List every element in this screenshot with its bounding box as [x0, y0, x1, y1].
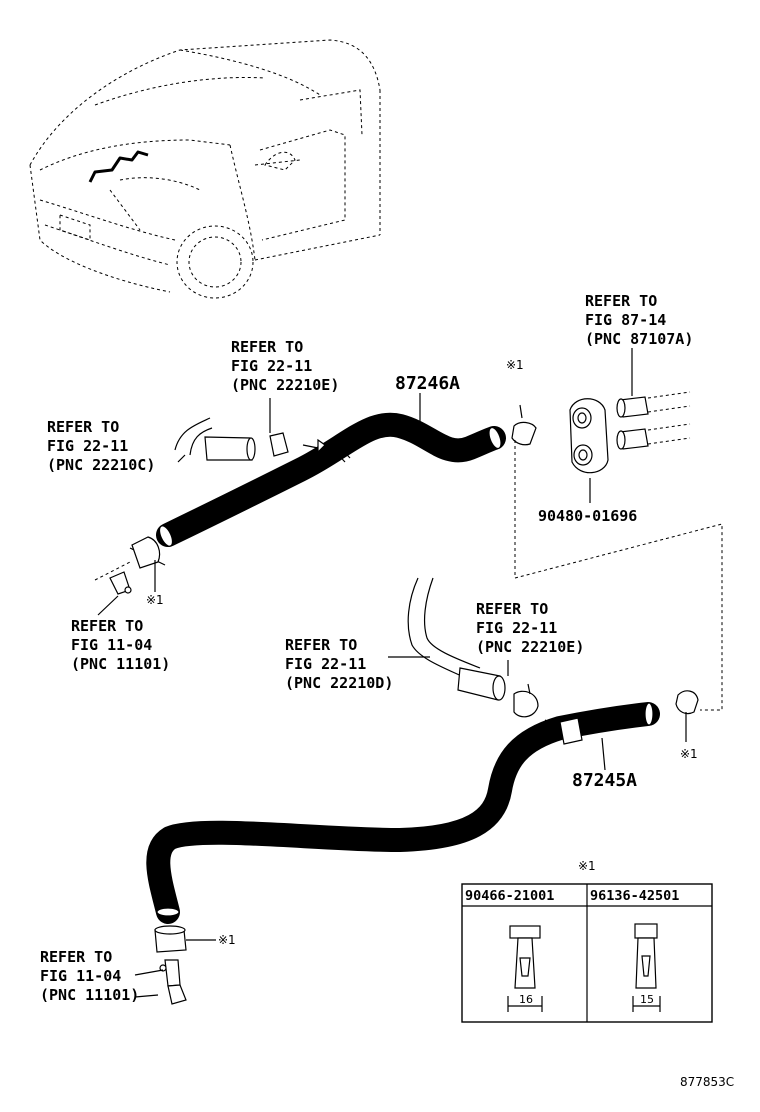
svg-text:15: 15 [640, 993, 654, 1006]
part-number-87245a: 87245A [572, 770, 637, 791]
svg-text:FIG 22-11: FIG 22-11 [47, 437, 128, 455]
clip-mark-upper-left: ※1 [146, 593, 164, 607]
svg-text:REFER TO: REFER TO [71, 617, 143, 635]
svg-text:(PNC 22210E): (PNC 22210E) [231, 376, 339, 394]
part-number-87246a: 87246A [395, 373, 460, 394]
clip-mark-upper-right: ※1 [506, 358, 524, 372]
clip-96136-42501-icon: 15 [632, 923, 661, 1012]
svg-text:(PNC 87107A): (PNC 87107A) [585, 330, 693, 348]
clip-table-title: ※1 [578, 859, 596, 873]
svg-text:REFER TO: REFER TO [231, 338, 303, 356]
svg-text:FIG 87-14: FIG 87-14 [585, 311, 666, 329]
callout-refer-fig-22-11-pnc-22210e-top: REFER TO FIG 22-11 (PNC 22210E) [231, 338, 339, 394]
clamp-lower-middle [513, 683, 556, 725]
svg-text:FIG 11-04: FIG 11-04 [71, 636, 152, 654]
svg-text:FIG 22-11: FIG 22-11 [285, 655, 366, 673]
svg-text:REFER TO: REFER TO [476, 600, 548, 618]
clip-table: ※1 90466-21001 96136-42501 16 15 [461, 859, 713, 1023]
callout-refer-fig-87-14: REFER TO FIG 87-14 (PNC 87107A) [585, 292, 693, 348]
svg-text:FIG 11-04: FIG 11-04 [40, 967, 121, 985]
svg-text:FIG 22-11: FIG 22-11 [476, 619, 557, 637]
engine-pipe-lower-left [159, 959, 187, 1005]
svg-text:REFER TO: REFER TO [47, 418, 119, 436]
svg-text:(PNC 22210D): (PNC 22210D) [285, 674, 393, 692]
svg-text:(PNC 11101): (PNC 11101) [40, 986, 139, 1004]
clamp-lower-left [154, 925, 216, 953]
callout-refer-fig-22-11-pnc-22210d: REFER TO FIG 22-11 (PNC 22210D) [285, 636, 393, 692]
pipe-22210d [407, 577, 506, 701]
callout-refer-fig-11-04-top: REFER TO FIG 11-04 (PNC 11101) [71, 617, 170, 673]
svg-text:FIG 22-11: FIG 22-11 [231, 357, 312, 375]
svg-text:16: 16 [519, 993, 533, 1006]
callout-refer-fig-11-04-bottom: REFER TO FIG 11-04 (PNC 11101) [40, 948, 139, 1004]
heater-pipes-87107a [616, 348, 691, 450]
clamp-lower-right [675, 690, 699, 742]
figure-id: 877853C [680, 1075, 734, 1089]
svg-text:(PNC 22210E): (PNC 22210E) [476, 638, 584, 656]
part-number-90480-01696: 90480-01696 [538, 507, 637, 525]
hose-87246a [156, 412, 506, 547]
callout-refer-fig-22-11-pnc-22210e-mid: REFER TO FIG 22-11 (PNC 22210E) [476, 600, 584, 656]
grommet-90480-01696 [569, 398, 609, 503]
clip-mark-lower-right: ※1 [680, 747, 698, 761]
callout-refer-fig-22-11-pnc-22210c: REFER TO FIG 22-11 (PNC 22210C) [47, 418, 155, 474]
svg-text:(PNC 11101): (PNC 11101) [71, 655, 170, 673]
clip-table-part-1: 90466-21001 [465, 888, 554, 904]
svg-text:REFER TO: REFER TO [585, 292, 657, 310]
routing-dashed-line [514, 440, 723, 711]
hose-87245a [146, 702, 660, 924]
engine-pipe-upper-left [94, 536, 166, 595]
svg-text:(PNC 22210C): (PNC 22210C) [47, 456, 155, 474]
clip-table-part-2: 96136-42501 [590, 888, 679, 904]
clip-90466-21001-icon: 16 [507, 925, 543, 1012]
clip-mark-lower-left: ※1 [218, 933, 236, 947]
clamp-upper-right [511, 404, 537, 446]
clamp-top-middle [269, 432, 326, 457]
svg-text:REFER TO: REFER TO [285, 636, 357, 654]
svg-text:REFER TO: REFER TO [40, 948, 112, 966]
leader-lines [97, 393, 606, 998]
car-icon [29, 39, 381, 299]
pipe-22210c [174, 417, 256, 461]
